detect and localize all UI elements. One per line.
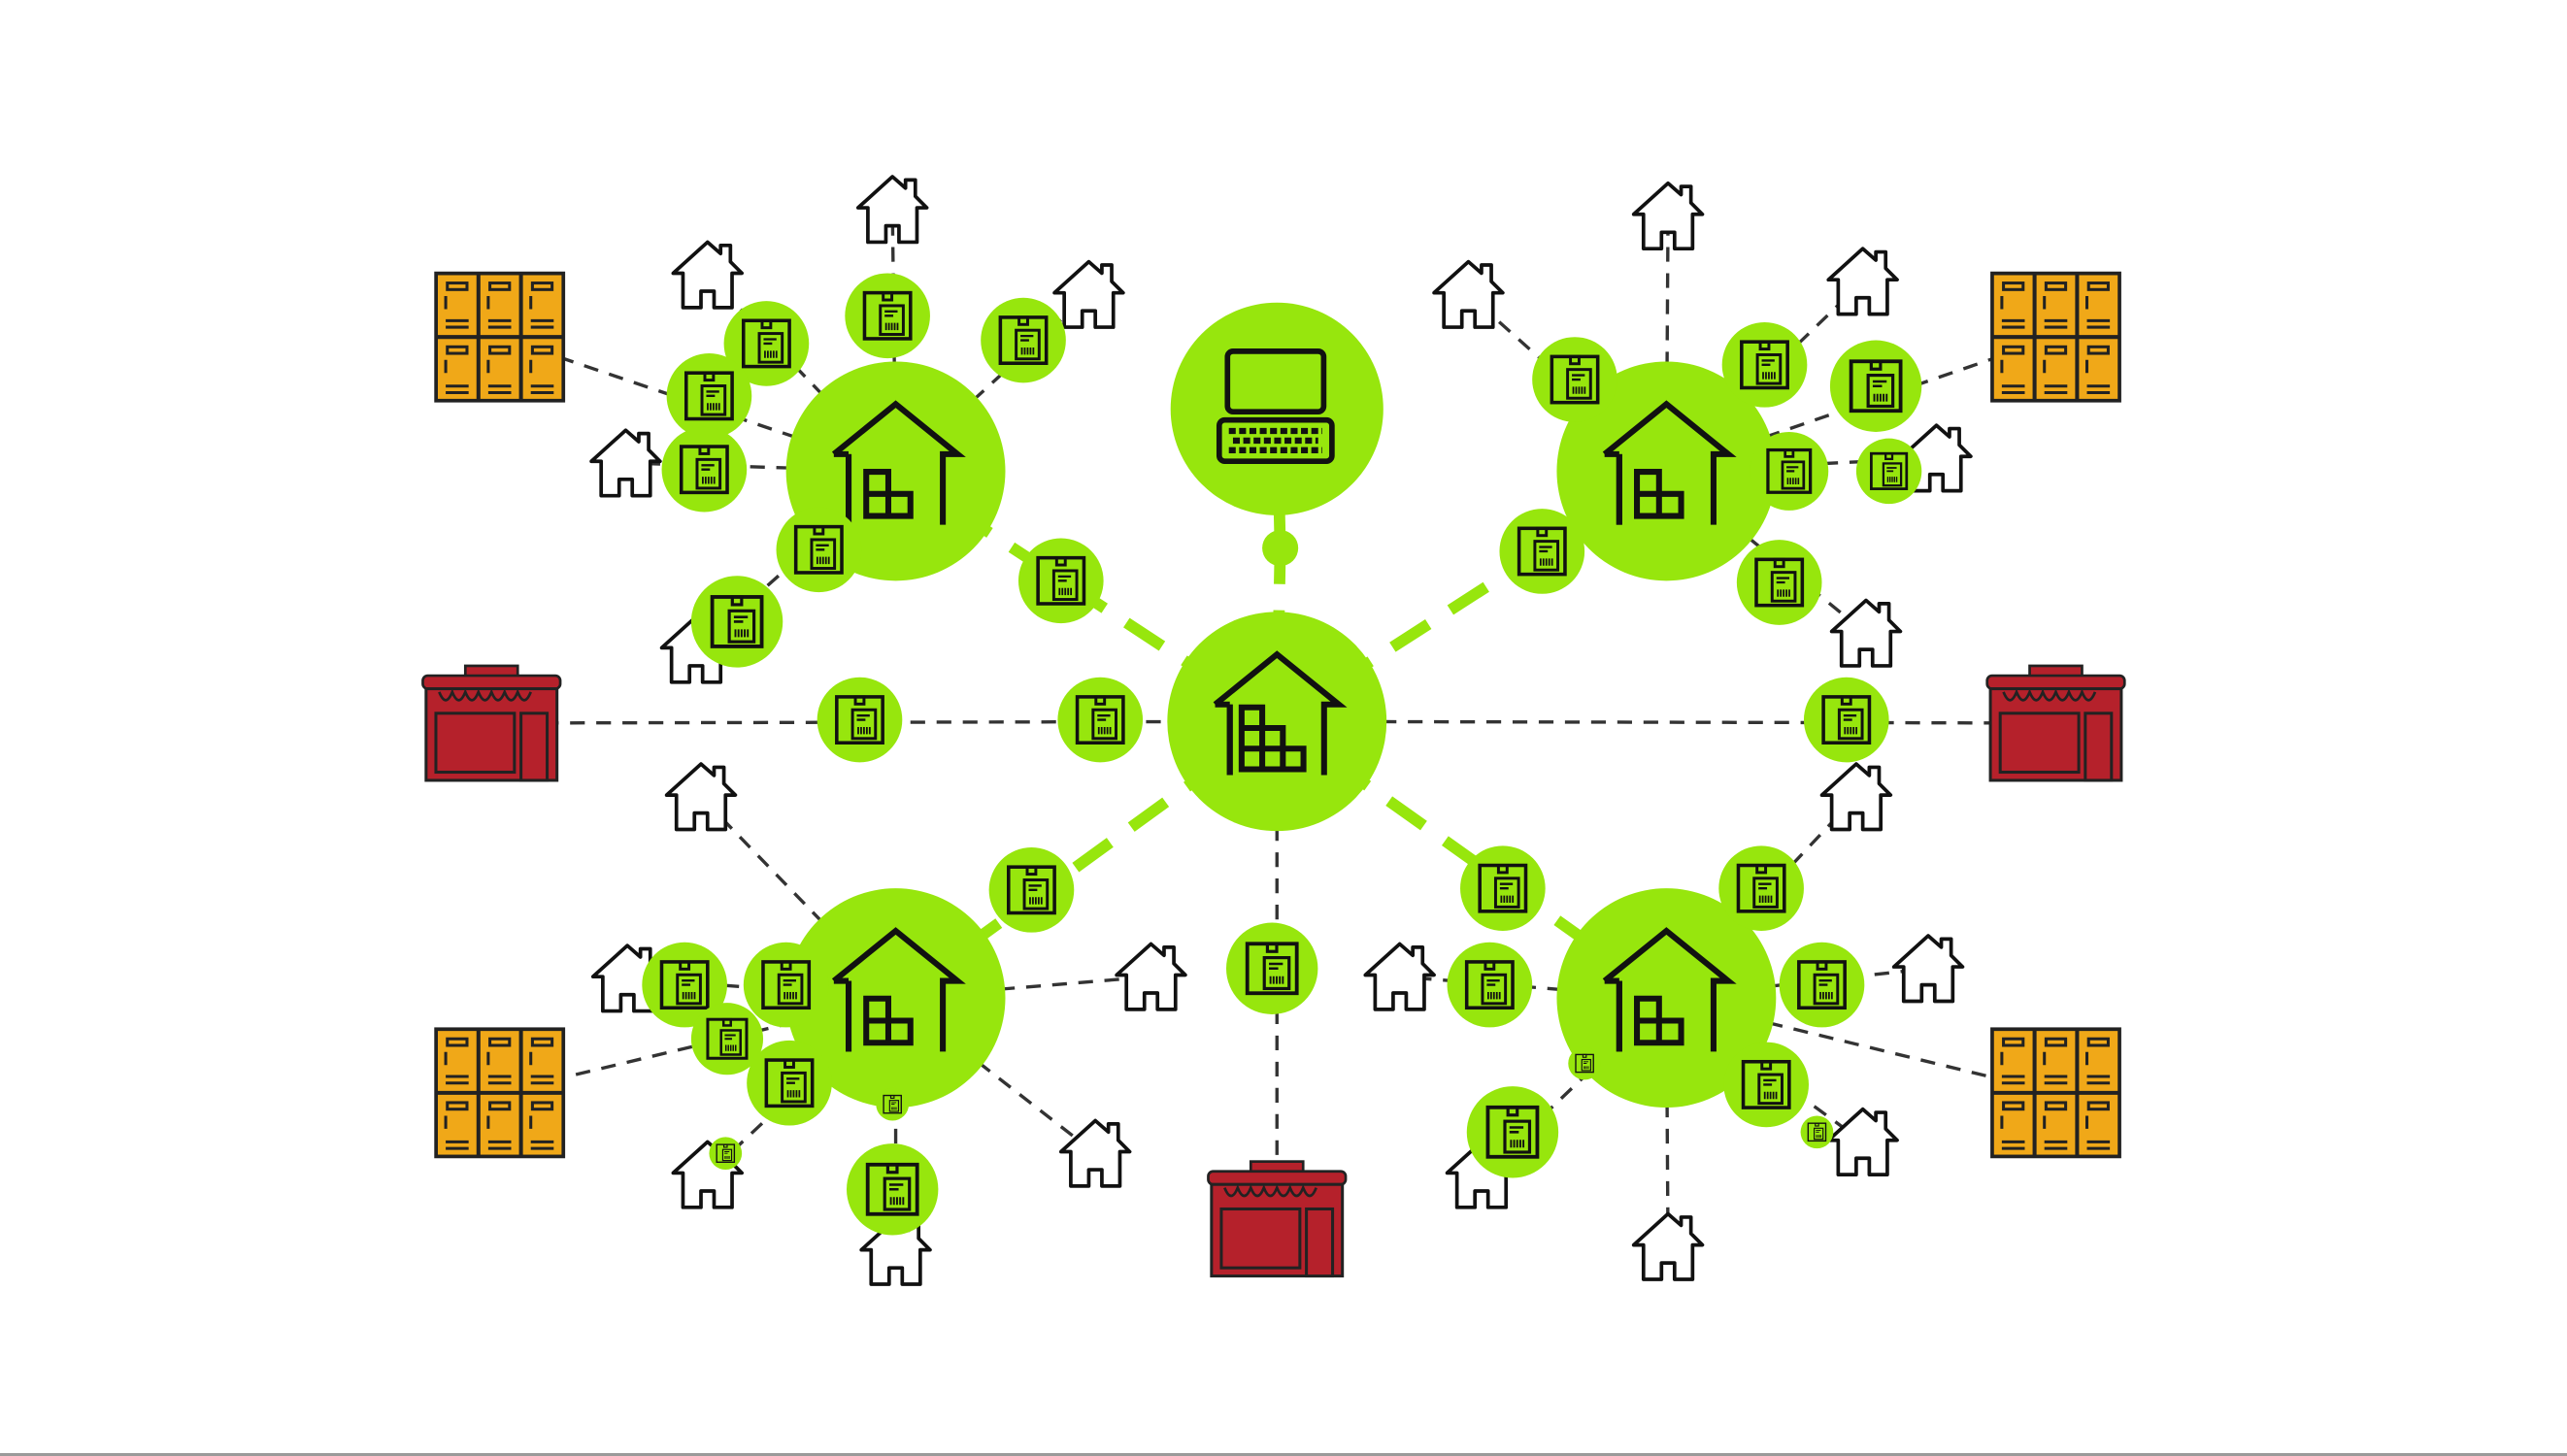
dashed-link [1665, 470, 1868, 635]
house-icon [1826, 1107, 1899, 1176]
dashed-link [1664, 215, 1670, 472]
house-icon [1052, 259, 1125, 329]
house-icon [1631, 181, 1705, 251]
regional-hub [1556, 361, 1777, 581]
bottom-divider [0, 1453, 2567, 1456]
house-icon [1115, 942, 1187, 1011]
connector-dot [1262, 530, 1299, 567]
parcels [642, 273, 1922, 1236]
house-icon [1058, 1118, 1132, 1188]
dashed-link [699, 795, 897, 1000]
house-icon [1631, 1211, 1705, 1281]
dashed-link [625, 461, 896, 474]
house-icon [589, 428, 662, 498]
dashed-link [706, 273, 897, 473]
central-hub [1167, 612, 1387, 832]
locker-icon [1992, 273, 2119, 400]
house-icon [1363, 942, 1436, 1011]
house-icon [664, 762, 738, 832]
hubs [785, 302, 1777, 1109]
dashed-link [499, 335, 897, 473]
house-icon [1819, 762, 1893, 832]
dashed-link [1277, 719, 2056, 725]
dashed-link [895, 975, 1151, 1000]
store-icon [1206, 1160, 1348, 1278]
dashed-link [1399, 975, 1667, 1000]
locker-icon [436, 273, 563, 400]
house-icon [671, 240, 744, 310]
house-icon [1826, 247, 1899, 316]
house-icon [1829, 598, 1903, 668]
store-icon [420, 664, 562, 782]
locker-icon [436, 1029, 563, 1156]
locker-icon [1992, 1029, 2119, 1156]
house-icon [1891, 934, 1965, 1004]
regional-hub [1556, 888, 1777, 1109]
regional-hub [785, 888, 1006, 1109]
store-icon [1985, 664, 2126, 782]
house-icon [1432, 259, 1505, 329]
dashed-link [894, 996, 1097, 1155]
